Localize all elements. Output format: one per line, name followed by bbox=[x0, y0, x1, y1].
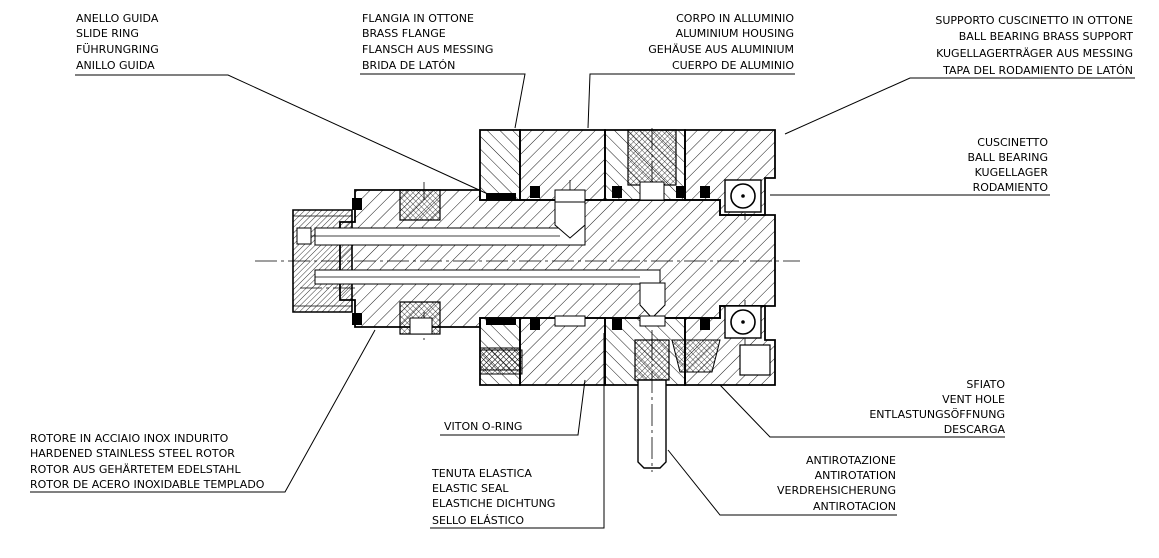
callout-bearing-support: SUPPORTO CUSCINETTO IN OTTONE BALL BEARI… bbox=[935, 14, 1133, 77]
callout-ball-bearing-es: RODAMIENTO bbox=[973, 181, 1049, 194]
callout-vent-hole-es: DESCARGA bbox=[944, 423, 1006, 436]
callout-elastic-seal: TENUTA ELASTICA ELASTIC SEAL ELASTICHE D… bbox=[431, 467, 555, 527]
aluminium-housing-part bbox=[519, 129, 686, 386]
callout-antirotation-it: ANTIROTAZIONE bbox=[806, 454, 896, 467]
callout-slide-ring-es: ANILLO GUIDA bbox=[76, 59, 155, 72]
callout-slide-ring-de: FÜHRUNGRING bbox=[76, 43, 159, 56]
callout-bearing-support-it: SUPPORTO CUSCINETTO IN OTTONE bbox=[935, 14, 1133, 27]
callout-brass-flange-es: BRIDA DE LATÓN bbox=[362, 59, 455, 72]
antirotation-pin bbox=[634, 338, 670, 472]
callout-brass-flange-en: BRASS FLANGE bbox=[362, 27, 446, 40]
callout-vent-hole-de: ENTLASTUNGSÖFFNUNG bbox=[869, 408, 1005, 421]
callout-vent-hole-en: VENT HOLE bbox=[942, 393, 1005, 406]
callout-brass-flange-de: FLANSCH AUS MESSING bbox=[362, 43, 493, 56]
callout-rotor: ROTORE IN ACCIAIO INOX INDURITO HARDENED… bbox=[30, 432, 265, 491]
callout-housing-en: ALUMINIUM HOUSING bbox=[676, 27, 794, 40]
callout-antirotation-en: ANTIROTATION bbox=[815, 469, 896, 482]
callout-antirotation: ANTIROTAZIONE ANTIROTATION VERDREHSICHER… bbox=[777, 454, 896, 513]
callout-vent-hole-it: SFIATO bbox=[966, 378, 1005, 391]
callout-brass-flange: FLANGIA IN OTTONE BRASS FLANGE FLANSCH A… bbox=[362, 12, 493, 72]
callout-slide-ring-it: ANELLO GUIDA bbox=[76, 12, 159, 25]
callout-brass-flange-it: FLANGIA IN OTTONE bbox=[362, 12, 474, 25]
callout-ball-bearing-it: CUSCINETTO bbox=[977, 136, 1048, 149]
callout-elastic-seal-en: ELASTIC SEAL bbox=[432, 482, 509, 495]
callout-antirotation-es: ANTIROTACION bbox=[813, 500, 896, 513]
callout-bearing-support-es: TAPA DEL RODAMIENTO DE LATÓN bbox=[942, 64, 1133, 77]
callout-ball-bearing: CUSCINETTO BALL BEARING KUGELLAGER RODAM… bbox=[968, 136, 1049, 194]
callout-rotor-it: ROTORE IN ACCIAIO INOX INDURITO bbox=[30, 432, 229, 445]
callout-bearing-support-en: BALL BEARING BRASS SUPPORT bbox=[959, 30, 1134, 43]
leader-lines bbox=[30, 73, 1135, 529]
callout-viton-oring: VITON O-RING bbox=[444, 420, 522, 433]
rotor-part bbox=[292, 189, 776, 335]
callout-vent-hole: SFIATO VENT HOLE ENTLASTUNGSÖFFNUNG DESC… bbox=[869, 378, 1005, 436]
callout-elastic-seal-de: ELASTICHE DICHTUNG bbox=[432, 497, 555, 510]
callout-rotor-es: ROTOR DE ACERO INOXIDABLE TEMPLADO bbox=[30, 478, 265, 491]
callout-bearing-support-de: KUGELLAGERTRÄGER AUS MESSING bbox=[936, 47, 1133, 60]
callout-housing-de: GEHÄUSE AUS ALUMINIUM bbox=[648, 43, 794, 56]
seals bbox=[486, 186, 710, 330]
callout-elastic-seal-es: SELLO ELÁSTICO bbox=[432, 514, 524, 527]
callout-ball-bearing-en: BALL BEARING bbox=[968, 151, 1049, 164]
callout-slide-ring: ANELLO GUIDA SLIDE RING FÜHRUNGRING ANIL… bbox=[76, 12, 159, 72]
callout-ball-bearing-de: KUGELLAGER bbox=[975, 166, 1049, 179]
callout-slide-ring-en: SLIDE RING bbox=[76, 27, 139, 40]
callout-aluminium-housing: CORPO IN ALLUMINIO ALUMINIUM HOUSING GEH… bbox=[648, 12, 794, 72]
callout-viton-oring-label: VITON O-RING bbox=[444, 420, 522, 433]
callout-rotor-de: ROTOR AUS GEHÄRTETEM EDELSTAHL bbox=[30, 463, 241, 476]
ball-bearing-part bbox=[724, 179, 762, 339]
callout-elastic-seal-it: TENUTA ELASTICA bbox=[431, 467, 532, 480]
rotor-thread bbox=[293, 215, 352, 307]
callout-antirotation-de: VERDREHSICHERUNG bbox=[777, 484, 896, 497]
callout-housing-es: CUERPO DE ALUMINIO bbox=[672, 59, 794, 72]
callout-rotor-en: HARDENED STAINLESS STEEL ROTOR bbox=[30, 447, 235, 460]
callout-housing-it: CORPO IN ALLUMINIO bbox=[676, 12, 794, 25]
